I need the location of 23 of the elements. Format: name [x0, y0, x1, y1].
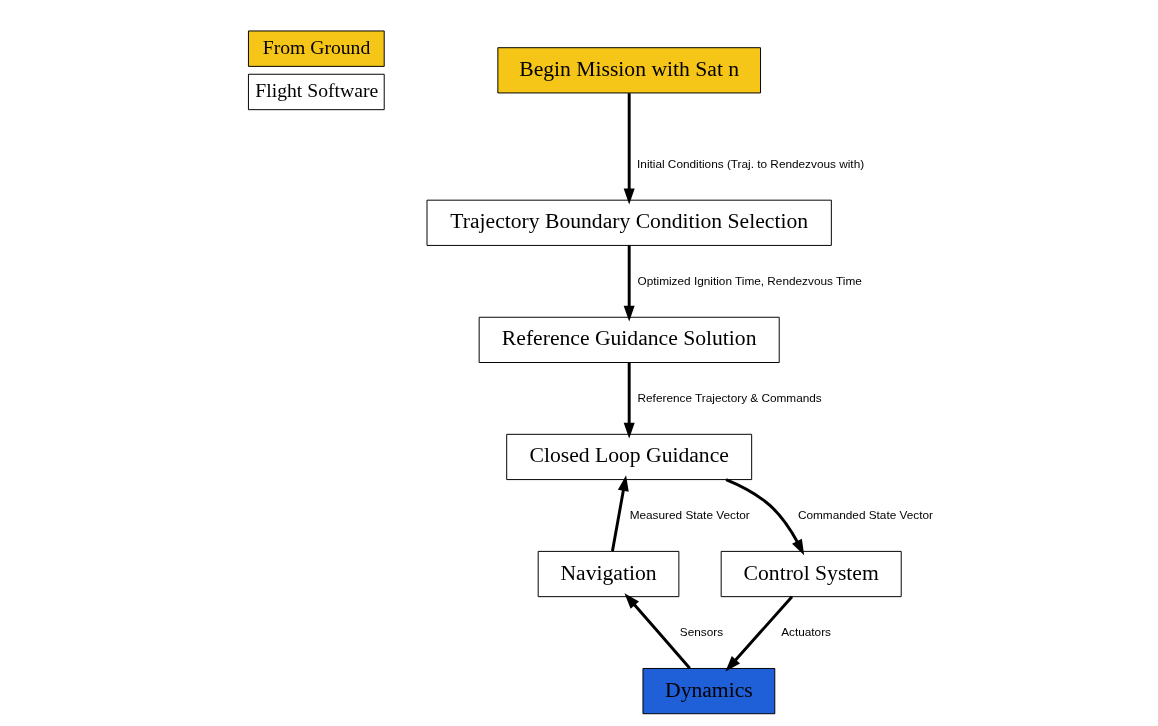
- arrow: [610, 475, 629, 552]
- edge-label: Reference Trajectory & Commands: [637, 390, 822, 405]
- edge-label: Measured State Vector: [629, 508, 750, 523]
- node-box: Control System: [720, 550, 902, 598]
- edge-label: Commanded State Vector: [797, 508, 933, 523]
- edge-label: Sensors: [679, 625, 723, 640]
- node-box: Closed Loop Guidance: [505, 433, 752, 481]
- node-box: Dynamics: [641, 668, 775, 715]
- edge-label: Actuators: [780, 625, 831, 640]
- node-box: Trajectory Boundary Condition Selection: [426, 199, 832, 246]
- node-box: Reference Guidance Solution: [478, 316, 780, 363]
- arrow: [724, 595, 793, 672]
- legend-label: Flight Software: [254, 78, 378, 101]
- edge-label: Optimized Ignition Time, Rendezvous Time: [637, 273, 862, 288]
- arrow: [623, 245, 635, 322]
- node-box: Begin Mission with Sat n: [496, 47, 761, 94]
- legend-label: From Ground: [262, 35, 370, 58]
- arrow: [623, 93, 635, 205]
- arrow: [725, 478, 804, 556]
- arrow: [623, 362, 635, 439]
- arrow: [623, 593, 691, 670]
- edge-label: Initial Conditions (Traj. to Rendezvous with): [636, 156, 864, 171]
- node-box: Navigation: [537, 550, 679, 598]
